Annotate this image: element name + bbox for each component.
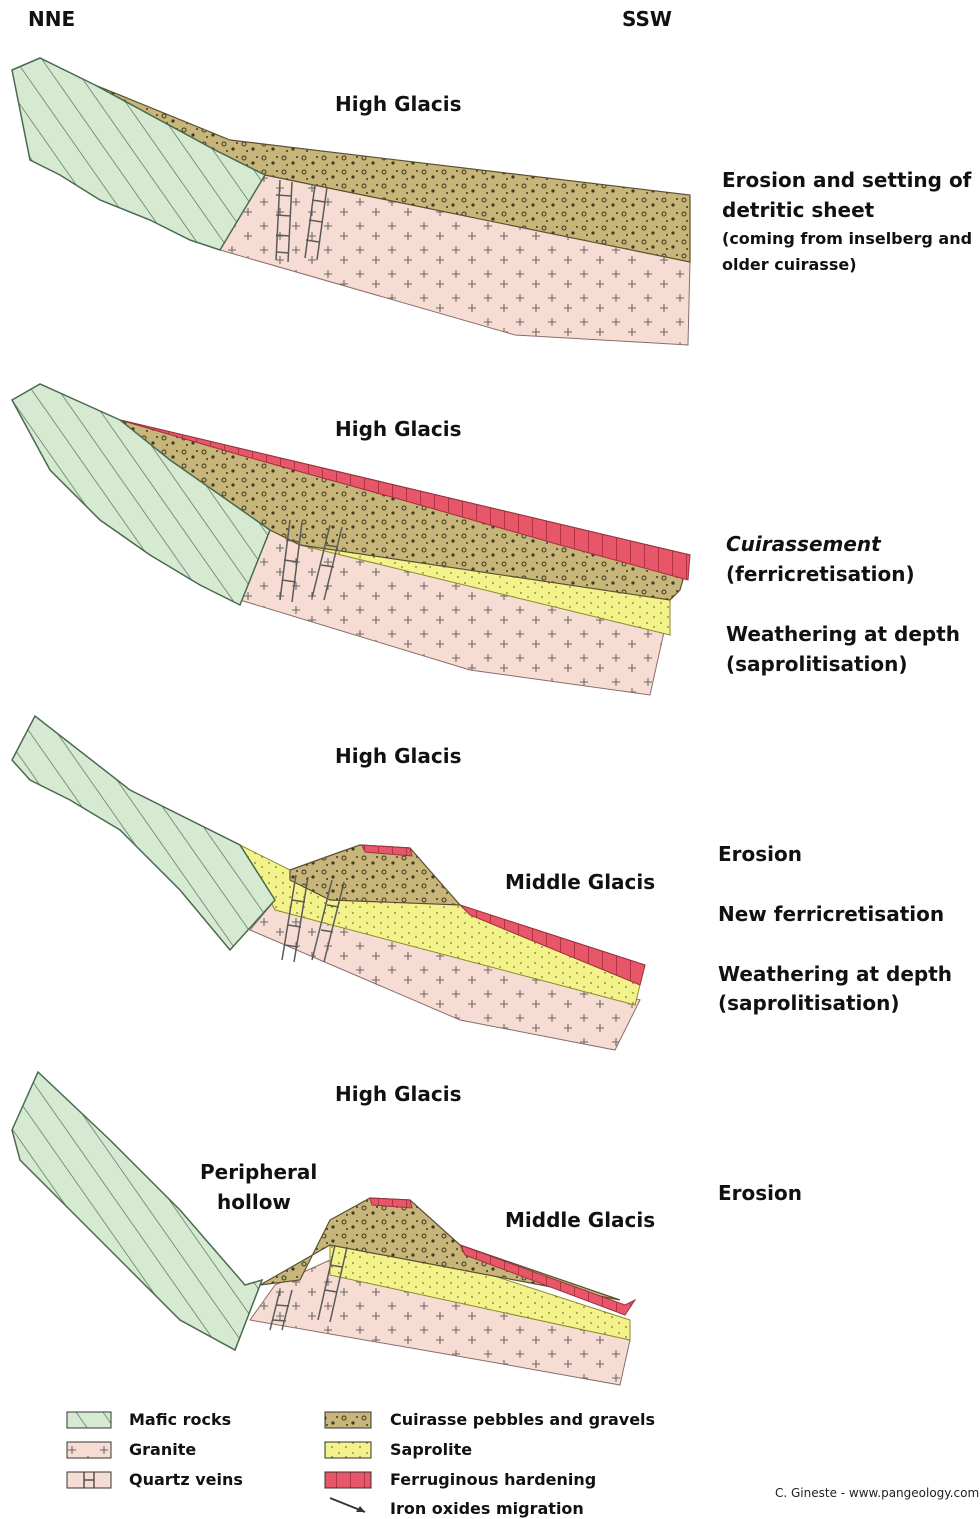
panel-2-note-weathering: Weathering at depth [726,619,960,649]
panel-1-note-4: older cuirasse) [722,252,857,278]
legend-cuirasse-label: Cuirasse pebbles and gravels [390,1410,655,1429]
panel-2-high-glacis: High Glacis [335,414,462,444]
panel-3-note-weathering: Weathering at depth [718,959,952,989]
panel-2-note-cuirassement: Cuirassement [726,529,881,559]
panel-1-note-1: Erosion and setting of [722,165,971,195]
legend-iron-label: Iron oxides migration [390,1499,584,1518]
panel-4-peripheral: Peripheral [200,1157,317,1187]
legend-mafic-label: Mafic rocks [129,1410,231,1429]
legend-ferruginous-label: Ferruginous hardening [390,1470,596,1489]
legend-saprolite-swatch [325,1442,371,1458]
panel-2-note-saprolitisation: (saprolitisation) [726,649,908,679]
panel-1-note-2: detritic sheet [722,195,874,225]
legend-cuirasse-swatch [325,1412,371,1428]
legend-ferruginous-swatch [325,1472,371,1488]
panel-2-note-ferricretisation: (ferricretisation) [726,559,915,589]
legend-granite-label: Granite [129,1440,196,1459]
panel-3-high-glacis: High Glacis [335,741,462,771]
panel-3-note-saprolitisation: (saprolitisation) [718,988,900,1018]
panel-4-middle-glacis: Middle Glacis [505,1205,655,1235]
panel-1-high-glacis: High Glacis [335,89,462,119]
legend-saprolite-label: Saprolite [390,1440,472,1459]
panel-3-middle-glacis: Middle Glacis [505,867,655,897]
direction-nne: NNE [28,4,75,34]
credit-text: C. Gineste - www.pangeology.com [775,1486,979,1500]
panel-4-note-erosion: Erosion [718,1178,802,1208]
legend-mafic-swatch [67,1412,111,1428]
legend-granite-swatch [67,1442,111,1458]
panel-4-hollow: hollow [217,1187,291,1217]
direction-ssw: SSW [622,4,672,34]
legend-quartz-label: Quartz veins [129,1470,243,1489]
panel-4-high-glacis: High Glacis [335,1079,462,1109]
panel-1-note-3: (coming from inselberg and [722,226,972,252]
panel-3-note-new-ferricretisation: New ferricretisation [718,899,944,929]
panel-3-note-erosion: Erosion [718,839,802,869]
